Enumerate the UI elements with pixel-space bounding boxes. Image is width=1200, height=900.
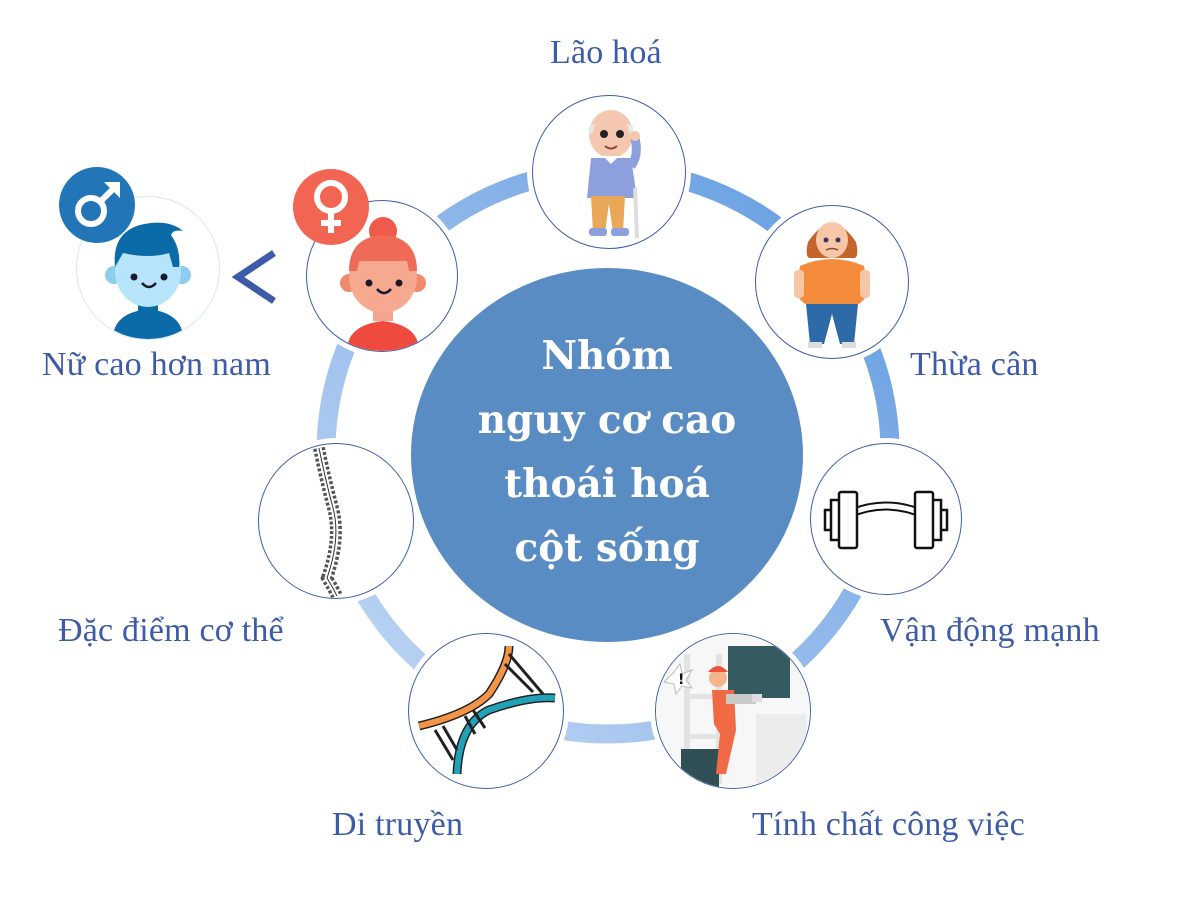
label-aging: Lão hoá	[550, 34, 662, 71]
node-genetics	[408, 633, 564, 789]
overweight-woman-icon	[794, 222, 870, 348]
node-gender-female	[306, 200, 458, 352]
label-strenuous-activity: Vận động mạnh	[880, 612, 1100, 649]
node-body-characteristics	[258, 443, 414, 599]
spine-icon	[313, 446, 343, 598]
female-symbol-icon	[314, 180, 348, 233]
elderly-man-icon	[587, 110, 641, 239]
center-title: Nhóm nguy cơ cao thoái hoá cột sống	[477, 333, 737, 571]
node-aging	[532, 95, 686, 249]
less-than-icon	[232, 250, 276, 304]
svg-text:!: !	[678, 672, 684, 688]
label-work-nature: Tính chất công việc	[752, 806, 1025, 843]
node-work-nature: !	[655, 633, 811, 789]
dumbbell-icon	[823, 490, 949, 550]
node-strenuous-activity	[810, 443, 962, 595]
female-symbol-badge	[293, 169, 369, 245]
label-gender: Nữ cao hơn nam	[42, 346, 271, 383]
node-overweight	[755, 205, 909, 359]
label-overweight: Thừa cân	[910, 346, 1039, 383]
male-symbol-badge	[59, 167, 135, 243]
male-avatar-icon	[105, 222, 191, 339]
female-avatar-icon	[340, 217, 426, 351]
center-circle: Nhóm nguy cơ cao thoái hoá cột sống	[411, 268, 803, 642]
male-symbol-icon	[75, 182, 120, 227]
dna-icon	[417, 645, 556, 775]
worker-lifting-box-icon: !	[656, 634, 810, 788]
label-body-characteristics: Đặc điểm cơ thể	[58, 612, 284, 649]
label-genetics: Di truyền	[332, 806, 464, 843]
